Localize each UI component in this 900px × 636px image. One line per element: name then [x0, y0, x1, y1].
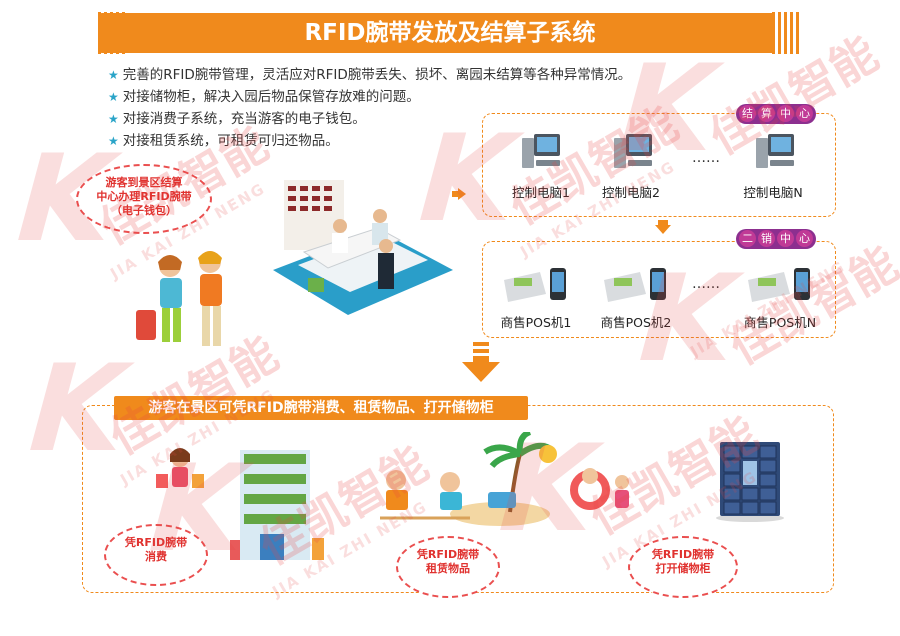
computer-icon: [614, 134, 652, 168]
feature-item: ★完善的RFID腕带管理，灵活应对RFID腕带丢失、损坏、离园未结算等各种异常情…: [108, 67, 632, 83]
title-bar: [100, 13, 800, 53]
computer-label: 控制电脑1: [512, 185, 570, 200]
service-desk-illustration: [273, 180, 453, 315]
pos-machine-icon: [504, 268, 566, 302]
pos-label: 商售POS机N: [743, 315, 817, 330]
locker-bubble: 凭RFID腕带 打开储物柜: [628, 536, 738, 598]
feature-list: ★完善的RFID腕带管理，灵活应对RFID腕带丢失、损坏、离园未结算等各种异常情…: [108, 64, 728, 152]
watermark-logo: K: [0, 130, 130, 269]
arrow-down-large-icon: [462, 342, 500, 382]
swim-ring-illustration: [570, 468, 629, 510]
secondary-center-tag: 二销中心: [736, 229, 816, 249]
wristband-issue-bubble: 游客到景区结算 中心办理RFID腕带 （电子钱包）: [76, 164, 212, 234]
feature-item: ★对接租赁系统，可租赁可归还物品。: [108, 133, 339, 149]
page-title: RFID腕带发放及结算子系统: [304, 20, 596, 46]
shopping-girl-illustration: [156, 448, 204, 488]
consume-bubble: 凭RFID腕带 消费: [104, 524, 208, 586]
settlement-center-box: [482, 113, 836, 217]
settlement-center-tag: 结算中心: [736, 104, 816, 124]
feature-item: ★对接储物柜，解决入园后物品保管存放难的问题。: [108, 89, 420, 105]
locker-illustration: [716, 442, 784, 522]
computer-icon: [522, 134, 560, 168]
tourists-illustration: [136, 251, 222, 346]
secondary-center-box: [482, 241, 836, 338]
computer-label: 控制电脑N: [743, 185, 803, 200]
computer-icon: [756, 134, 794, 168]
arrow-right-icon: [452, 188, 466, 200]
rent-bubble: 凭RFID腕带 租赁物品: [396, 536, 500, 598]
computer-label: 控制电脑2: [602, 185, 660, 200]
title-stripes-right: [772, 12, 802, 54]
arrow-down-icon: [655, 220, 671, 234]
section-title: 游客在景区可凭RFID腕带消费、租赁物品、打开储物柜: [114, 396, 528, 420]
star-icon: ★: [108, 134, 119, 148]
beach-illustration: [380, 432, 557, 526]
star-icon: ★: [108, 68, 119, 82]
feature-item: ★对接消费子系统，充当游客的电子钱包。: [108, 111, 366, 127]
pos-machine-icon: [748, 268, 810, 302]
pos-machine-icon: [604, 268, 666, 302]
pos-label: 商售POS机1: [500, 315, 572, 330]
ellipsis: ……: [692, 276, 720, 292]
pos-label: 商售POS机2: [600, 315, 672, 330]
ellipsis: ……: [692, 150, 720, 166]
star-icon: ★: [108, 112, 119, 126]
star-icon: ★: [108, 90, 119, 104]
shopping-mall-illustration: [230, 450, 324, 560]
